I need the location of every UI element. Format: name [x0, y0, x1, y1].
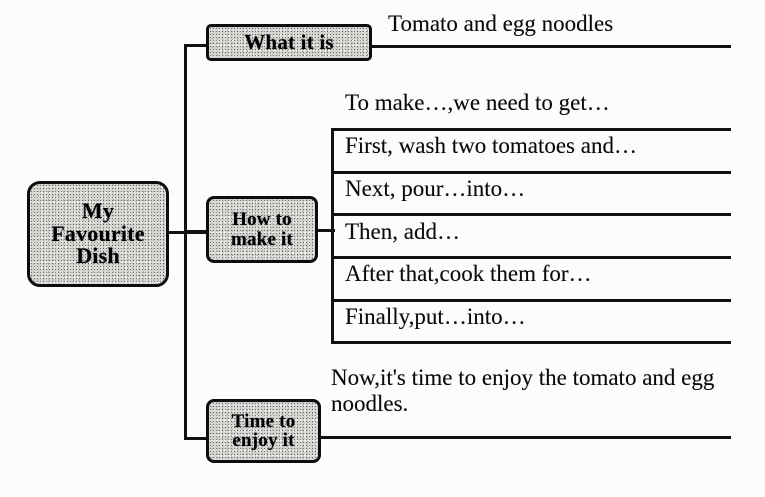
trunk-to-how-to-make-line — [184, 230, 208, 233]
trunk-to-time-to-enjoy-line — [184, 437, 208, 440]
root-node-my-favourite-dish[interactable]: My Favourite Dish — [27, 181, 169, 287]
leaf-text-to-make: To make…,we need to get… — [345, 90, 610, 115]
root-node-line-1: My — [81, 198, 115, 224]
leaf-rule-4 — [331, 256, 731, 259]
branch-node-how-line-2: make it — [230, 228, 294, 250]
time-to-enjoy-out-line — [320, 436, 334, 439]
leaf-text-tomato-and-egg-noodles: Tomato and egg noodles — [388, 11, 614, 36]
leaf-text-finally: Finally,put…into… — [345, 304, 526, 329]
leaf-rule-time-to-enjoy — [332, 436, 731, 439]
branch-node-what-it-is-label: What it is — [244, 29, 334, 54]
leaf-text-then: Then, add… — [345, 219, 460, 244]
leaf-rule-6 — [331, 341, 731, 344]
leaf-rule-1 — [331, 128, 731, 131]
leaf-text-now-its-time-to-enjoy: Now,it's time to enjoy the tomato and eg… — [331, 365, 715, 417]
branch-node-how-line-1: How to — [232, 209, 292, 231]
branch-node-time-line-2: enjoy it — [232, 430, 295, 451]
leaf-rule-2 — [331, 171, 731, 174]
branch-node-time-line-1: Time to — [231, 410, 296, 432]
what-it-is-out-line — [371, 45, 387, 48]
trunk-to-what-it-is-line — [184, 44, 208, 47]
main-trunk-line — [184, 44, 187, 440]
leaf-rule-3 — [331, 213, 731, 216]
root-node-line-3: Dish — [76, 243, 120, 269]
how-to-make-sub-trunk — [331, 128, 334, 344]
leaf-text-first: First, wash two tomatoes and… — [345, 133, 637, 158]
root-node-line-2: Favourite — [51, 220, 145, 246]
leaf-text-next: Next, pour…into… — [345, 176, 526, 201]
how-to-make-out-line — [317, 229, 335, 232]
branch-node-how-to-make-it[interactable]: How to make it — [206, 196, 318, 263]
leaf-text-after-that: After that,cook them for… — [345, 261, 592, 286]
leaf-rule-5 — [331, 299, 731, 302]
branch-node-time-to-enjoy-it[interactable]: Time to enjoy it — [206, 399, 321, 463]
leaf-rule-what-it-is — [385, 45, 731, 48]
branch-node-what-it-is[interactable]: What it is — [206, 24, 372, 61]
